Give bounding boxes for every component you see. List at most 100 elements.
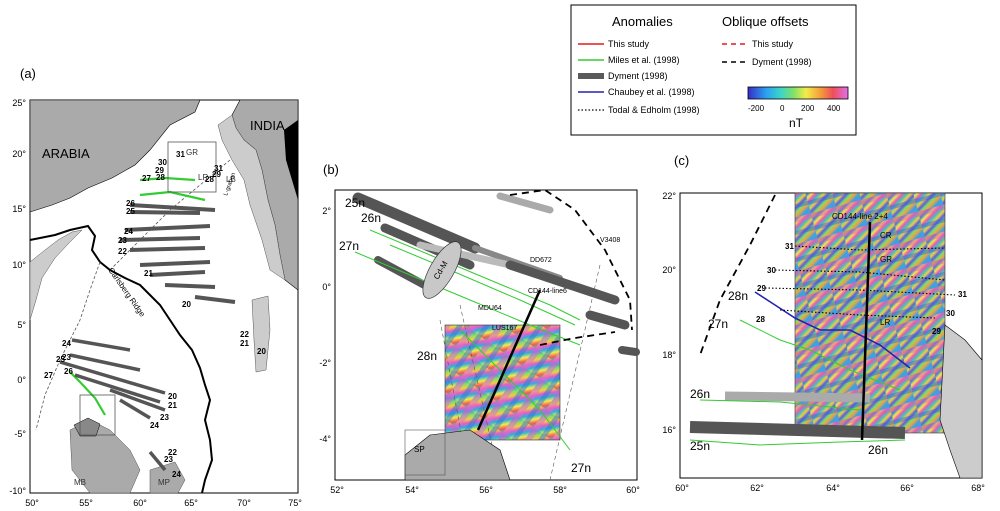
svg-text:0°: 0° <box>17 375 26 385</box>
svg-text:MDU64: MDU64 <box>478 305 502 312</box>
panel-c-anomaly-numbers: 31 30 29 28 31 30 29 <box>756 242 967 336</box>
svg-text:54°: 54° <box>405 485 419 495</box>
svg-text:-10°: -10° <box>9 486 26 496</box>
svg-text:-4°: -4° <box>319 434 331 444</box>
india-black-coast <box>284 120 298 200</box>
svg-text:20°: 20° <box>12 149 26 159</box>
label-cd144-line24: CD144-line 2+4 <box>832 212 888 221</box>
label-india: INDIA <box>250 118 285 133</box>
panel-b-lon-ticks: 52° 54° 56° 58° 60° <box>330 485 640 495</box>
trend-dashed-b <box>109 159 231 271</box>
label-lr: LR <box>198 173 208 182</box>
panel-b-lat-ticks: 2° 0° -2° -4° <box>319 206 331 444</box>
svg-text:15°: 15° <box>12 204 26 214</box>
label-arabia: ARABIA <box>42 146 90 161</box>
svg-text:20°: 20° <box>662 265 676 275</box>
panel-a-lon-ticks: 50° 55° 60° 65° 70° 75° <box>25 498 302 508</box>
panel-b-anomaly-bars <box>352 192 640 356</box>
arabia-landmass <box>29 99 201 213</box>
svg-text:10°: 10° <box>12 260 26 270</box>
inset-box-b <box>79 394 116 436</box>
legend-label-chaubey: Chaubey et al. (1998) <box>608 87 695 97</box>
svg-text:-5°: -5° <box>14 429 26 439</box>
svg-text:24: 24 <box>150 421 159 430</box>
svg-text:66°: 66° <box>900 483 914 493</box>
svg-text:29: 29 <box>757 284 766 293</box>
svg-text:28n: 28n <box>417 349 437 363</box>
label-lb: LB <box>226 175 236 184</box>
svg-text:2°: 2° <box>322 206 331 216</box>
trend-dashed-a <box>35 261 101 431</box>
panel-b-dashed-offsets <box>509 189 633 346</box>
svg-text:18°: 18° <box>662 350 676 360</box>
svg-text:25: 25 <box>126 207 135 216</box>
svg-text:55°: 55° <box>79 498 93 508</box>
africa-shelf <box>29 229 83 321</box>
svg-text:26n: 26n <box>690 387 710 401</box>
svg-text:24: 24 <box>124 227 133 236</box>
svg-text:60°: 60° <box>133 498 147 508</box>
india-shelf <box>217 114 286 281</box>
colorbar-unit: nT <box>789 116 804 130</box>
panel-c-anomaly-bars <box>689 391 906 439</box>
legend-offset-label-dyment: Dyment (1998) <box>752 57 812 67</box>
svg-text:23: 23 <box>160 413 169 422</box>
svg-text:64°: 64° <box>826 483 840 493</box>
legend-box: Anomalies Oblique offsets This study Mil… <box>570 4 857 136</box>
panel-c-dotted-lines <box>764 245 956 319</box>
panel-b: (b) <box>319 162 640 495</box>
seychelles-bank <box>73 417 101 437</box>
svg-text:27n: 27n <box>339 239 359 253</box>
legend-offsets-title: Oblique offsets <box>722 14 809 29</box>
svg-text:0°: 0° <box>322 282 331 292</box>
svg-text:30: 30 <box>158 158 167 167</box>
svg-text:LUS167: LUS167 <box>492 325 517 332</box>
svg-text:31: 31 <box>785 242 794 251</box>
colorbar-tick-2: 0 <box>780 104 785 113</box>
legend-anomalies-title: Anomalies <box>612 14 673 29</box>
svg-text:23: 23 <box>62 353 71 362</box>
magnetic-grid-b <box>445 325 560 440</box>
panel-c: (c) 28n 27 <box>662 153 985 493</box>
legend-label-todal: Todal & Edholm (1998) <box>608 105 700 115</box>
panel-c-lat-ticks: 22° 20° 18° 16° <box>662 191 676 435</box>
svg-text:56°: 56° <box>479 485 493 495</box>
svg-text:70°: 70° <box>237 498 251 508</box>
svg-text:29: 29 <box>932 327 941 336</box>
svg-text:31: 31 <box>176 150 185 159</box>
svg-text:23: 23 <box>118 236 127 245</box>
svg-text:24: 24 <box>62 339 71 348</box>
svg-text:20: 20 <box>168 392 177 401</box>
colorbar-tick-3: 200 <box>801 104 815 113</box>
panel-c-green-lines <box>689 319 906 446</box>
svg-text:V3408: V3408 <box>600 237 620 244</box>
label-mb: MB <box>74 478 86 487</box>
svg-text:21: 21 <box>168 401 177 410</box>
svg-text:58°: 58° <box>553 485 567 495</box>
svg-text:28: 28 <box>156 173 165 182</box>
panel-a-anomaly-numbers: 31 30 29 28 27 26 25 24 23 22 21 20 31 2… <box>44 150 266 479</box>
svg-text:68°: 68° <box>971 483 985 493</box>
svg-text:22: 22 <box>118 247 127 256</box>
sp-island <box>404 429 511 481</box>
panel-b-anomaly-labels: 25n 26n 27n 28n 27n <box>339 196 591 475</box>
svg-text:28: 28 <box>205 175 214 184</box>
svg-text:24: 24 <box>172 470 181 479</box>
panel-a: (a) <box>9 66 302 508</box>
profile-line-b <box>476 289 542 431</box>
legend-offset-label-this-study: This study <box>752 39 794 49</box>
svg-text:25n: 25n <box>345 196 365 210</box>
panel-a-lat-ticks: 25° 20° 15° 10° 5° 0° -5° -10° <box>9 98 26 496</box>
profile-line-c <box>860 221 872 441</box>
panel-b-line-labels: DD672 V3408 CD144-line6 MDU64 LUS167 <box>478 237 620 332</box>
svg-text:31: 31 <box>958 290 967 299</box>
panel-c-letter: (c) <box>674 153 689 168</box>
panel-c-lon-ticks: 60° 62° 64° 66° 68° <box>675 483 985 493</box>
svg-text:16°: 16° <box>662 425 676 435</box>
svg-text:22°: 22° <box>662 191 676 201</box>
svg-text:25n: 25n <box>690 439 710 453</box>
svg-text:20: 20 <box>182 300 191 309</box>
svg-text:27n: 27n <box>571 461 591 475</box>
svg-text:75°: 75° <box>288 498 302 508</box>
